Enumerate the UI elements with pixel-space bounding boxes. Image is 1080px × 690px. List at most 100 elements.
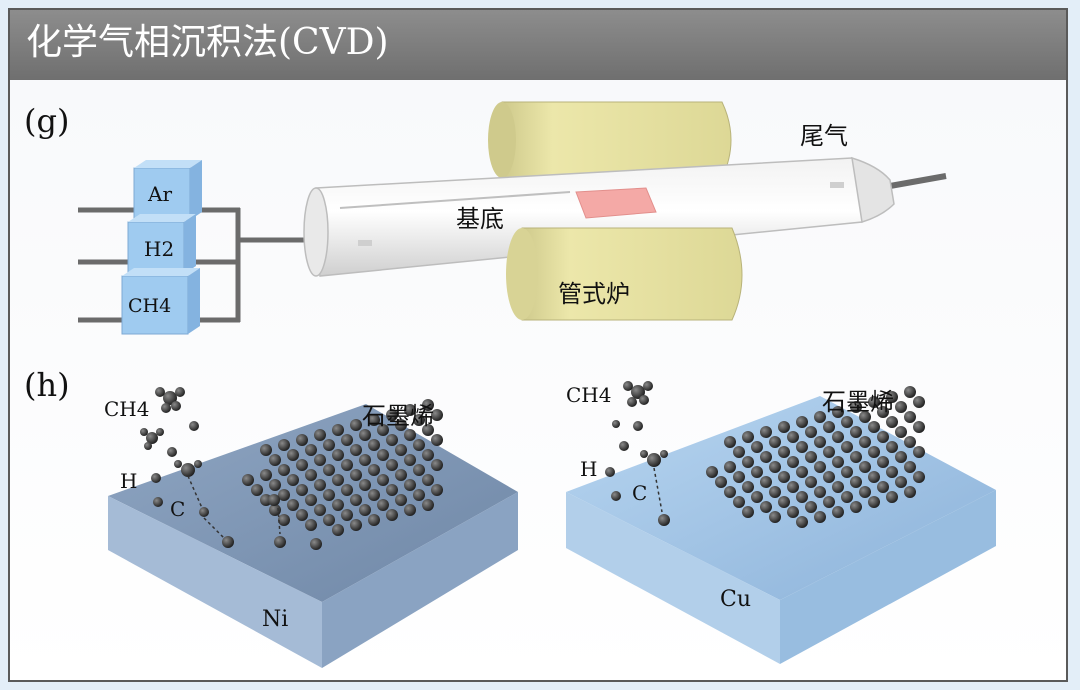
carbon-atom: [404, 479, 416, 491]
carbon-atom: [305, 469, 317, 481]
carbon-atom: [850, 451, 862, 463]
graphene-layer-cu: [706, 386, 925, 528]
carbon-atom: [413, 489, 425, 501]
carbon-atom: [877, 431, 889, 443]
carbon-atom: [323, 489, 335, 501]
carbon-atom: [368, 464, 380, 476]
carbon-atom: [350, 444, 362, 456]
carbon-atom: [823, 496, 835, 508]
carbon-atom: [260, 469, 272, 481]
gas-label-ch4: CH4: [128, 295, 171, 317]
carbon-atom: [796, 491, 808, 503]
carbon-atom: [796, 466, 808, 478]
carbon-atom: [832, 456, 844, 468]
substrate: [575, 187, 657, 219]
carbon-atom: [386, 509, 398, 521]
carbon-atom: [323, 464, 335, 476]
carbon-atom: [413, 439, 425, 451]
carbon-atom: [742, 431, 754, 443]
cu-plate: [566, 396, 996, 664]
carbon-atom: [404, 429, 416, 441]
carbon-atom: [769, 436, 781, 448]
carbon-atom: [287, 499, 299, 511]
carbon-atom: [913, 446, 925, 458]
carbon-atom: [395, 469, 407, 481]
carbon-atom: [278, 439, 290, 451]
carbon-atom: [814, 411, 826, 423]
carbon-atom: [341, 509, 353, 521]
carbon-atom: [359, 479, 371, 491]
carbon-atom: [341, 484, 353, 496]
carbon-atom: [751, 466, 763, 478]
carbon-atom: [350, 519, 362, 531]
carbon-atom: [251, 484, 263, 496]
carbon-atom: [814, 436, 826, 448]
gas-box-ar: Ar: [133, 160, 202, 221]
carbon-atom: [242, 474, 254, 486]
carbon-atom: [760, 476, 772, 488]
carbon-atom: [832, 481, 844, 493]
carbon-atom: [769, 461, 781, 473]
exhaust-label: 尾气: [800, 122, 848, 150]
carbon-atom: [778, 421, 790, 433]
carbon-atom: [724, 486, 736, 498]
carbon-atom: [359, 504, 371, 516]
carbon-atom: [832, 431, 844, 443]
carbon-atom: [868, 471, 880, 483]
furnace-label: 管式炉: [558, 280, 630, 308]
carbon-atom: [413, 464, 425, 476]
carbon-atom: [868, 496, 880, 508]
carbon-atom: [904, 386, 916, 398]
carbon-atom: [796, 441, 808, 453]
carbon-atom: [868, 446, 880, 458]
carbon-atom: [823, 421, 835, 433]
carbon-atom: [332, 499, 344, 511]
c-label-right: C: [632, 481, 647, 505]
carbon-atom: [886, 391, 898, 403]
carbon-atom: [332, 474, 344, 486]
ni-label: Ni: [262, 607, 288, 632]
carbon-atom: [332, 424, 344, 436]
carbon-atom: [751, 441, 763, 453]
carbon-atom: [332, 524, 344, 536]
carbon-atom: [760, 451, 772, 463]
carbon-atom: [877, 481, 889, 493]
header-bar: 化学气相沉积法(CVD): [10, 10, 1066, 82]
ni-plate: [108, 404, 518, 668]
panel-g-label: (g): [24, 102, 69, 140]
carbon-atom: [368, 489, 380, 501]
carbon-atom: [724, 461, 736, 473]
carbon-atom: [314, 454, 326, 466]
carbon-atom: [787, 456, 799, 468]
carbon-atom: [733, 496, 745, 508]
carbon-atom: [404, 404, 416, 416]
carbon-atom: [886, 416, 898, 428]
carbon-atom: [859, 461, 871, 473]
carbon-atom: [751, 491, 763, 503]
carbon-atom: [368, 439, 380, 451]
carbon-atom: [314, 504, 326, 516]
carbon-atom: [359, 454, 371, 466]
carbon-atom: [778, 496, 790, 508]
h-label-left: H: [120, 469, 137, 493]
carbon-atom: [877, 406, 889, 418]
carbon-atom: [296, 509, 308, 521]
carbon-atom: [706, 466, 718, 478]
carbon-atom: [886, 491, 898, 503]
carbon-atom: [913, 396, 925, 408]
carbon-atom: [904, 461, 916, 473]
carbon-atom: [841, 466, 853, 478]
carbon-atom: [269, 479, 281, 491]
furnace-bottom: [506, 227, 743, 321]
carbon-atom: [422, 499, 434, 511]
carbon-atom: [841, 491, 853, 503]
carbon-atom: [904, 411, 916, 423]
carbon-atom: [742, 481, 754, 493]
gas-box-ch4: CH4: [121, 268, 200, 335]
carbon-atom: [314, 479, 326, 491]
carbon-atom: [742, 456, 754, 468]
carbon-atom: [913, 421, 925, 433]
carbon-atom: [332, 449, 344, 461]
carbon-atom: [350, 419, 362, 431]
carbon-atom: [386, 434, 398, 446]
